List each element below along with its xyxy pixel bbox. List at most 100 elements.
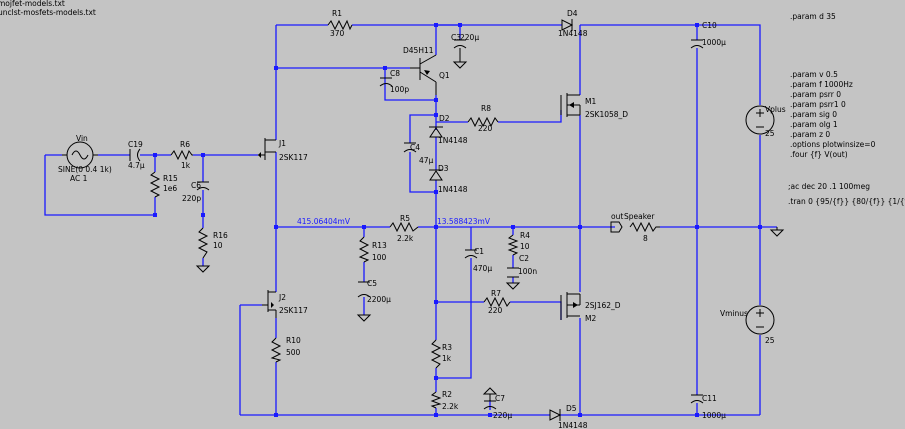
voltage-source-vminus[interactable]: Vminus 25 [720, 305, 775, 345]
c4-name: C4 [410, 143, 420, 152]
vin-name: Vin [76, 134, 88, 143]
r8-name: R8 [481, 104, 491, 113]
ground-right [769, 227, 785, 237]
resistor-r3[interactable]: R3 1k [430, 339, 452, 369]
capacitor-c2[interactable]: C2 100n [505, 254, 537, 290]
c10-name: C10 [702, 21, 717, 30]
directive-param-d: .param d 35 [790, 12, 836, 21]
c7-name: C7 [495, 394, 505, 403]
resistor-r5[interactable]: R5 2.2k [389, 214, 419, 243]
c19-name: C19 [128, 140, 143, 149]
directive-line: .param sig 0 [790, 110, 837, 119]
diode-d2[interactable]: D2 1N4148 [429, 114, 468, 145]
r3-value: 1k [442, 354, 452, 363]
net-out: out [611, 212, 623, 221]
r15-value: 1e6 [163, 184, 177, 193]
diode-d5[interactable]: D5 1N4148 [549, 404, 588, 429]
r1-name: R1 [332, 9, 342, 18]
r2-name: R2 [442, 390, 452, 399]
resistor-r8[interactable]: R8 220 [467, 104, 499, 133]
c4-value: 47µ [419, 156, 434, 165]
directive-line: .param z 0 [790, 130, 830, 139]
q1-name: Q1 [439, 71, 450, 80]
r10-name: R10 [286, 336, 301, 345]
j1-name: J1 [278, 139, 286, 148]
resistor-r2[interactable]: R2 2.2k [430, 390, 459, 411]
r16-name: R16 [213, 231, 228, 240]
vin-value: SINE(0 0.4 1k) [58, 165, 112, 174]
diode-d4[interactable]: D4 1N4148 [558, 9, 588, 38]
vminus-name: Vminus [720, 309, 748, 318]
d5-name: D5 [566, 404, 577, 413]
c2-name: C2 [519, 254, 529, 263]
r1-value: 370 [330, 29, 345, 38]
resistor-r10[interactable]: R10 500 [270, 336, 301, 363]
resistor-speaker[interactable]: Speaker 8 [624, 212, 660, 243]
directive-line: .options plotwinsize=0 [790, 140, 876, 149]
output-port[interactable]: out [610, 212, 623, 233]
directive-tran: .tran 0 {95/{f}} {80/{f}} {1/{f}*2048} [788, 197, 905, 206]
jfet-j2[interactable]: J2 2SK117 [262, 290, 308, 318]
c19-value: 4.7µ [128, 161, 145, 170]
d4-value: 1N4148 [558, 29, 588, 38]
junctions [153, 23, 762, 417]
capacitor-c7[interactable]: C7 220µ [482, 387, 512, 420]
r4-name: R4 [520, 231, 530, 240]
mosfet-m1[interactable]: M1 2SK1058_D [560, 93, 628, 119]
capacitor-c6[interactable]: C6 220p [182, 181, 210, 203]
capacitor-c11[interactable]: C11 1000µ [690, 394, 726, 420]
r7-name: R7 [491, 289, 501, 298]
capacitor-c10[interactable]: C10 1000µ [690, 21, 726, 49]
c8-value: 100p [390, 85, 409, 94]
speaker-value: 8 [643, 234, 648, 243]
c5-name: C5 [367, 279, 377, 288]
c10-value: 1000µ [702, 38, 726, 47]
directive-line: .param olg 1 [790, 120, 838, 129]
c1-value: 470µ [473, 264, 492, 273]
diode-d3[interactable]: D3 1N4148 [429, 164, 468, 194]
resistor-r4[interactable]: R4 10 [507, 231, 530, 256]
q1-value: D45H11 [403, 46, 434, 55]
resistor-r6[interactable]: R6 1k [170, 140, 193, 170]
resistor-r7[interactable]: R7 220 [483, 289, 511, 315]
directive-ac: ;ac dec 20 .1 100meg [788, 182, 870, 191]
r6-name: R6 [180, 140, 190, 149]
capacitor-c5[interactable]: C5 2200µ [356, 279, 391, 322]
include-1: mojfet-models.txt [0, 0, 65, 8]
directive-block-params: .param v 0.5 .param f 1000Hz .param psrr… [790, 70, 876, 159]
transistor-q1[interactable]: D45H11 Q1 [403, 46, 450, 95]
jfet-j1[interactable]: J1 2SK117 [258, 138, 308, 162]
r6-value: 1k [181, 161, 191, 170]
directive-line: .param f 1000Hz [790, 80, 853, 89]
c3-name: C3 [451, 33, 461, 42]
d4-name: D4 [567, 9, 578, 18]
capacitor-c19[interactable]: C19 4.7µ [128, 140, 145, 170]
m2-name: M2 [585, 314, 596, 323]
voltage-source-vplus[interactable]: Vplus 25 [745, 105, 786, 138]
d2-value: 1N4148 [438, 136, 468, 145]
c3-value: 220µ [460, 33, 479, 42]
wires [44, 24, 777, 416]
j2-value: 2SK117 [279, 306, 308, 315]
directive-line: .param psrr 0 [790, 90, 841, 99]
c6-value: 220p [182, 194, 201, 203]
voltage-source-vin[interactable]: Vin SINE(0 0.4 1k) AC 1 [58, 134, 112, 183]
resistor-r13[interactable]: R13 100 [358, 236, 387, 263]
capacitor-c8[interactable]: C8 100p [379, 69, 409, 94]
r3-name: R3 [442, 343, 452, 352]
node-voltage-left: 415.06404mV [297, 217, 351, 226]
capacitor-c4[interactable]: C4 47µ [403, 142, 434, 165]
mosfet-m2[interactable]: 2SJ162_D M2 [560, 292, 621, 323]
vplus-value: 25 [765, 129, 775, 138]
resistor-r15[interactable]: R15 1e6 [149, 171, 178, 198]
capacitor-c1[interactable]: C1 470µ [464, 247, 492, 273]
capacitor-c3[interactable]: C3 220µ [451, 33, 479, 69]
r13-value: 100 [372, 253, 387, 262]
resistor-r1[interactable]: R1 370 [327, 9, 353, 38]
c8-name: C8 [390, 69, 400, 78]
c5-value: 2200µ [367, 295, 391, 304]
c6-name: C6 [191, 181, 201, 190]
resistor-r16[interactable]: R16 10 [195, 227, 228, 273]
speaker-name: Speaker [624, 212, 655, 221]
